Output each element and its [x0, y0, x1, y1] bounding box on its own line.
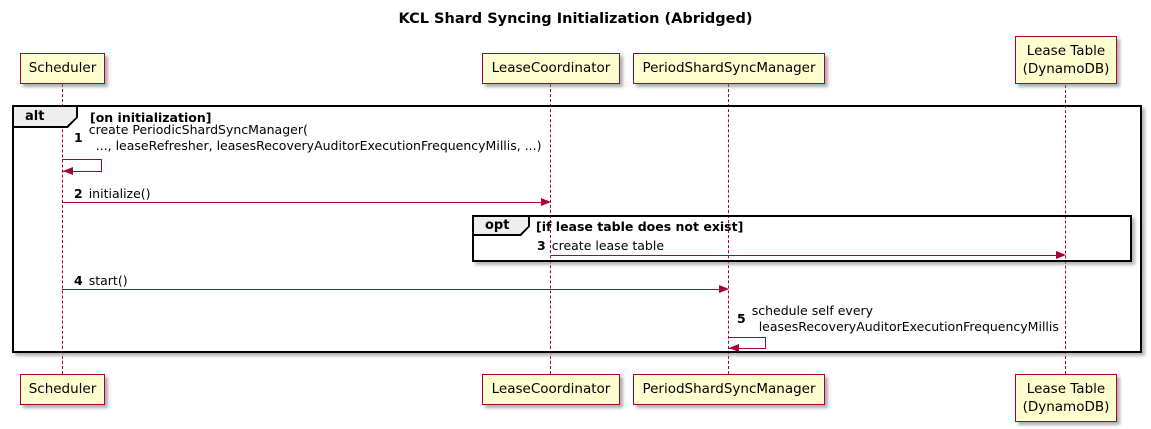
participant-label: PeriodShardSyncManager [642, 60, 816, 77]
participant-label: Lease Table [1026, 380, 1106, 397]
message-1-text: create PeriodicShardSyncManager( [88, 122, 308, 137]
participant-scheduler-top: Scheduler [20, 53, 105, 84]
message-3-arrow [551, 255, 1056, 256]
alt-frame-guard: [on initialization] [90, 110, 212, 125]
participant-label: LeaseCoordinator [491, 381, 611, 398]
message-4-text: start() [88, 273, 128, 288]
alt-frame-tab: alt [14, 107, 78, 128]
participant-lease-table-top: Lease Table (DynamoDB) [1015, 36, 1117, 84]
arrowhead [719, 285, 729, 293]
participant-label: (DynamoDB) [1022, 61, 1110, 77]
diagram-title: KCL Shard Syncing Initialization (Abridg… [398, 11, 753, 27]
message-5-text: leasesRecoveryAuditorExecutionFrequencyM… [758, 319, 1059, 334]
message-2-text: initialize() [88, 186, 151, 201]
arrowhead [1056, 251, 1066, 259]
arrowhead [63, 167, 73, 175]
participant-period-shard-sync-manager-bottom: PeriodShardSyncManager [633, 374, 825, 405]
opt-frame-guard: [if lease table does not exist] [536, 219, 744, 234]
participant-lease-coordinator-bottom: LeaseCoordinator [482, 374, 620, 405]
opt-frame: opt [if lease table does not exist] [472, 215, 1132, 262]
message-3-number: 3 [537, 238, 546, 253]
participant-label: PeriodShardSyncManager [642, 381, 816, 398]
message-2: 2 initialize() [74, 186, 151, 202]
alt-frame: alt [on initialization] [12, 105, 1142, 353]
participant-label: Scheduler [28, 60, 97, 77]
message-1-number: 1 [74, 130, 83, 145]
participant-label: Lease Table [1026, 42, 1106, 59]
message-2-number: 2 [74, 186, 83, 201]
message-3-text: create lease table [551, 238, 665, 253]
message-1-self-arrow [62, 159, 102, 172]
message-5-text: schedule self every [751, 303, 874, 318]
message-4-number: 4 [74, 273, 83, 288]
lifeline-period-shard-sync-manager [728, 84, 729, 374]
message-4: 4 start() [74, 273, 128, 289]
alt-frame-label: alt [25, 109, 45, 125]
participant-scheduler-bottom: Scheduler [20, 374, 105, 405]
lifeline-lease-coordinator [550, 84, 551, 374]
arrowhead [729, 344, 739, 352]
participant-lease-coordinator-top: LeaseCoordinator [482, 53, 620, 84]
opt-frame-tab: opt [474, 217, 530, 236]
participant-label: LeaseCoordinator [491, 60, 611, 77]
message-1: 1 create PeriodicShardSyncManager( ..., … [74, 122, 542, 154]
message-5-self-arrow [728, 337, 766, 349]
message-2-arrow [62, 202, 542, 203]
lifeline-scheduler [62, 84, 63, 374]
participant-lease-table-bottom: Lease Table (DynamoDB) [1015, 374, 1117, 422]
lifeline-lease-table [1065, 85, 1066, 374]
opt-frame-label: opt [485, 218, 510, 234]
arrowhead [541, 198, 551, 206]
message-4-arrow [62, 289, 720, 290]
message-5-number: 5 [737, 311, 746, 326]
participant-label: (DynamoDB) [1022, 399, 1110, 415]
message-3: 3 create lease table [537, 238, 664, 254]
participant-period-shard-sync-manager-top: PeriodShardSyncManager [633, 53, 825, 84]
message-5: 5 schedule self every leasesRecoveryAudi… [737, 303, 1059, 335]
participant-label: Scheduler [28, 381, 97, 398]
message-1-text: ..., leaseRefresher, leasesRecoveryAudit… [95, 138, 542, 153]
